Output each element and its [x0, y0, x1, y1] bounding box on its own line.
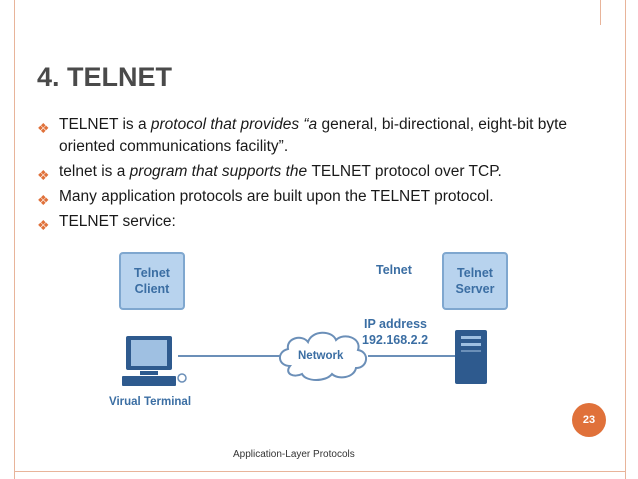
network-label: Network: [298, 350, 344, 362]
client-box-line1: Telnet: [134, 266, 170, 280]
bullet-item: ❖ TELNET service:: [37, 211, 577, 233]
bullet-text: TELNET service:: [59, 213, 176, 230]
server-box-line2: Server: [455, 282, 495, 296]
bullet-text: Many application protocols are built upo…: [59, 188, 494, 205]
bullet-icon: ❖: [37, 120, 50, 136]
server-box-line1: Telnet: [457, 266, 493, 280]
bullet-icon: ❖: [37, 217, 50, 233]
bullet-icon: ❖: [37, 167, 50, 183]
computer-icon: [122, 336, 187, 386]
slide-footer: Application-Layer Protocols: [233, 449, 355, 460]
bullet-text: general, bi-directional, eight-bit byte …: [59, 116, 568, 155]
frame-line-right: [625, 0, 626, 479]
bullet-item: ❖ TELNET is a protocol that provides “a g…: [37, 114, 577, 158]
client-box-line2: Client: [134, 282, 170, 296]
bullet-item: ❖ telnet is a program that supports the T…: [37, 161, 577, 183]
bullet-text: telnet is a: [59, 163, 130, 180]
server-icon: [455, 330, 487, 384]
ip-address-label: IP address: [364, 317, 428, 331]
network-cloud-icon: [279, 331, 367, 381]
bullet-text: TELNET protocol over TCP.: [311, 163, 502, 180]
page-number-badge: 23: [572, 403, 606, 437]
frame-line-top-accent: [600, 0, 601, 25]
ip-address-value: 192.168.2.2: [362, 333, 429, 347]
terminal-label: Virual Terminal: [109, 396, 192, 408]
frame-line-left: [14, 0, 15, 479]
bullet-text: TELNET is a: [59, 116, 151, 133]
diagram-graphics: [122, 330, 487, 386]
bullet-text-italic: protocol that provides “a: [150, 116, 318, 133]
slide-title: 4. TELNET: [37, 62, 173, 92]
bullet-text-italic: program that supports the: [129, 163, 312, 180]
telnet-label: Telnet: [376, 263, 412, 277]
frame-line-bottom: [14, 471, 626, 472]
bullet-list: ❖ TELNET is a protocol that provides “a g…: [37, 114, 577, 236]
bullet-icon: ❖: [37, 192, 50, 208]
bullet-item: ❖ Many application protocols are built up…: [37, 186, 577, 208]
